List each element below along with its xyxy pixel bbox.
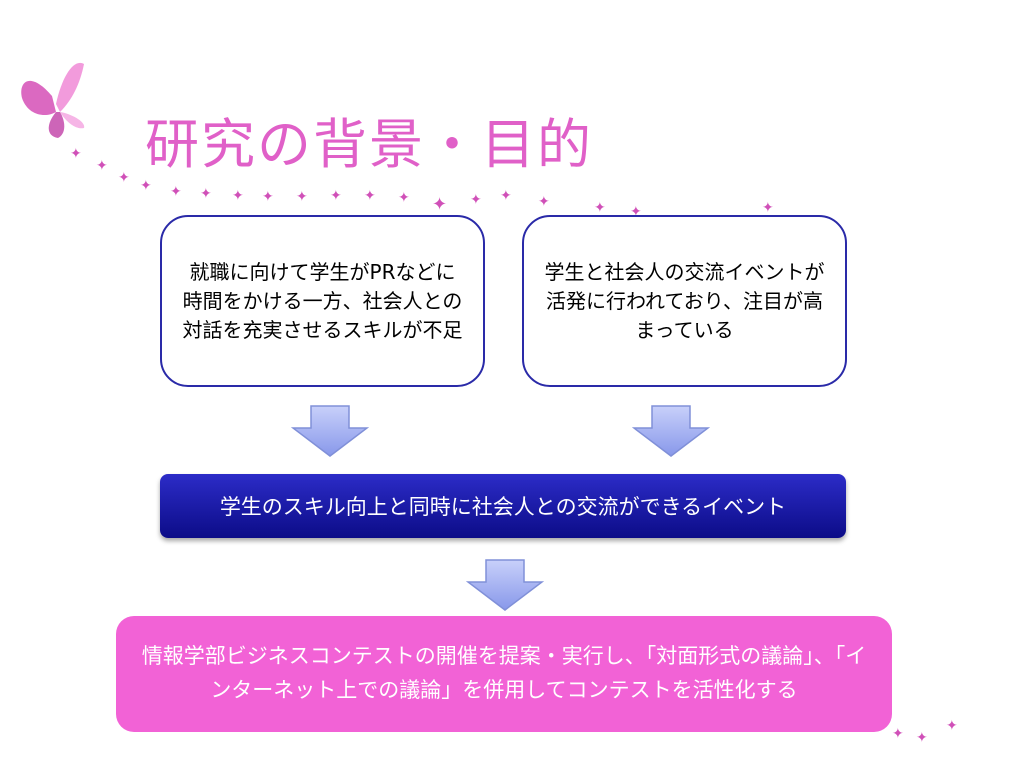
- down-arrow-icon: [632, 405, 710, 457]
- background-problem-text: 就職に向けて学生がPRなどに時間をかける一方、社会人との対話を充実させるスキルが…: [182, 259, 463, 342]
- svg-text:✦: ✦: [398, 190, 410, 206]
- svg-text:✦: ✦: [118, 170, 130, 186]
- svg-text:✦: ✦: [170, 184, 182, 200]
- svg-text:✦: ✦: [470, 192, 482, 208]
- svg-text:✦: ✦: [432, 194, 447, 215]
- svg-text:✦: ✦: [296, 189, 308, 205]
- event-summary-banner: 学生のスキル向上と同時に社会人との交流ができるイベント: [160, 474, 846, 538]
- page-title: 研究の背景・目的: [145, 113, 593, 176]
- svg-text:✦: ✦: [330, 188, 342, 204]
- svg-text:✦: ✦: [892, 726, 904, 742]
- svg-text:✦: ✦: [70, 146, 82, 162]
- background-trend-box: 学生と社会人の交流イベントが活発に行われており、注目が高まっている: [522, 215, 847, 387]
- background-problem-box: 就職に向けて学生がPRなどに時間をかける一方、社会人との対話を充実させるスキルが…: [160, 215, 485, 387]
- down-arrow-icon: [466, 559, 544, 611]
- svg-text:✦: ✦: [762, 200, 774, 216]
- research-goal-text: 情報学部ビジネスコンテストの開催を提案・実行し、「対面形式の議論」、「インターネ…: [141, 644, 867, 702]
- research-goal-box: 情報学部ビジネスコンテストの開催を提案・実行し、「対面形式の議論」、「インターネ…: [116, 616, 892, 732]
- svg-text:✦: ✦: [946, 718, 958, 734]
- event-summary-text: 学生のスキル向上と同時に社会人との交流ができるイベント: [219, 495, 787, 519]
- svg-text:✦: ✦: [140, 178, 152, 194]
- down-arrow-icon: [291, 405, 369, 457]
- svg-text:✦: ✦: [364, 188, 376, 204]
- svg-text:✦: ✦: [232, 188, 244, 204]
- background-trend-text: 学生と社会人の交流イベントが活発に行われており、注目が高まっている: [544, 259, 825, 342]
- sparkle-icon: ✦ ✦ ✦ ✦ ✦ ✦ ✦ ✦ ✦ ✦ ✦ ✦ ✦ ✦ ✦ ✦ ✦ ✦ ✦ ✦ …: [70, 146, 958, 746]
- svg-text:✦: ✦: [538, 194, 550, 210]
- svg-text:✦: ✦: [96, 158, 108, 174]
- svg-text:✦: ✦: [200, 186, 212, 202]
- svg-text:✦: ✦: [916, 730, 928, 746]
- butterfly-icon: [21, 62, 85, 138]
- svg-text:✦: ✦: [594, 200, 606, 216]
- svg-text:✦: ✦: [262, 189, 274, 205]
- svg-text:✦: ✦: [500, 188, 512, 204]
